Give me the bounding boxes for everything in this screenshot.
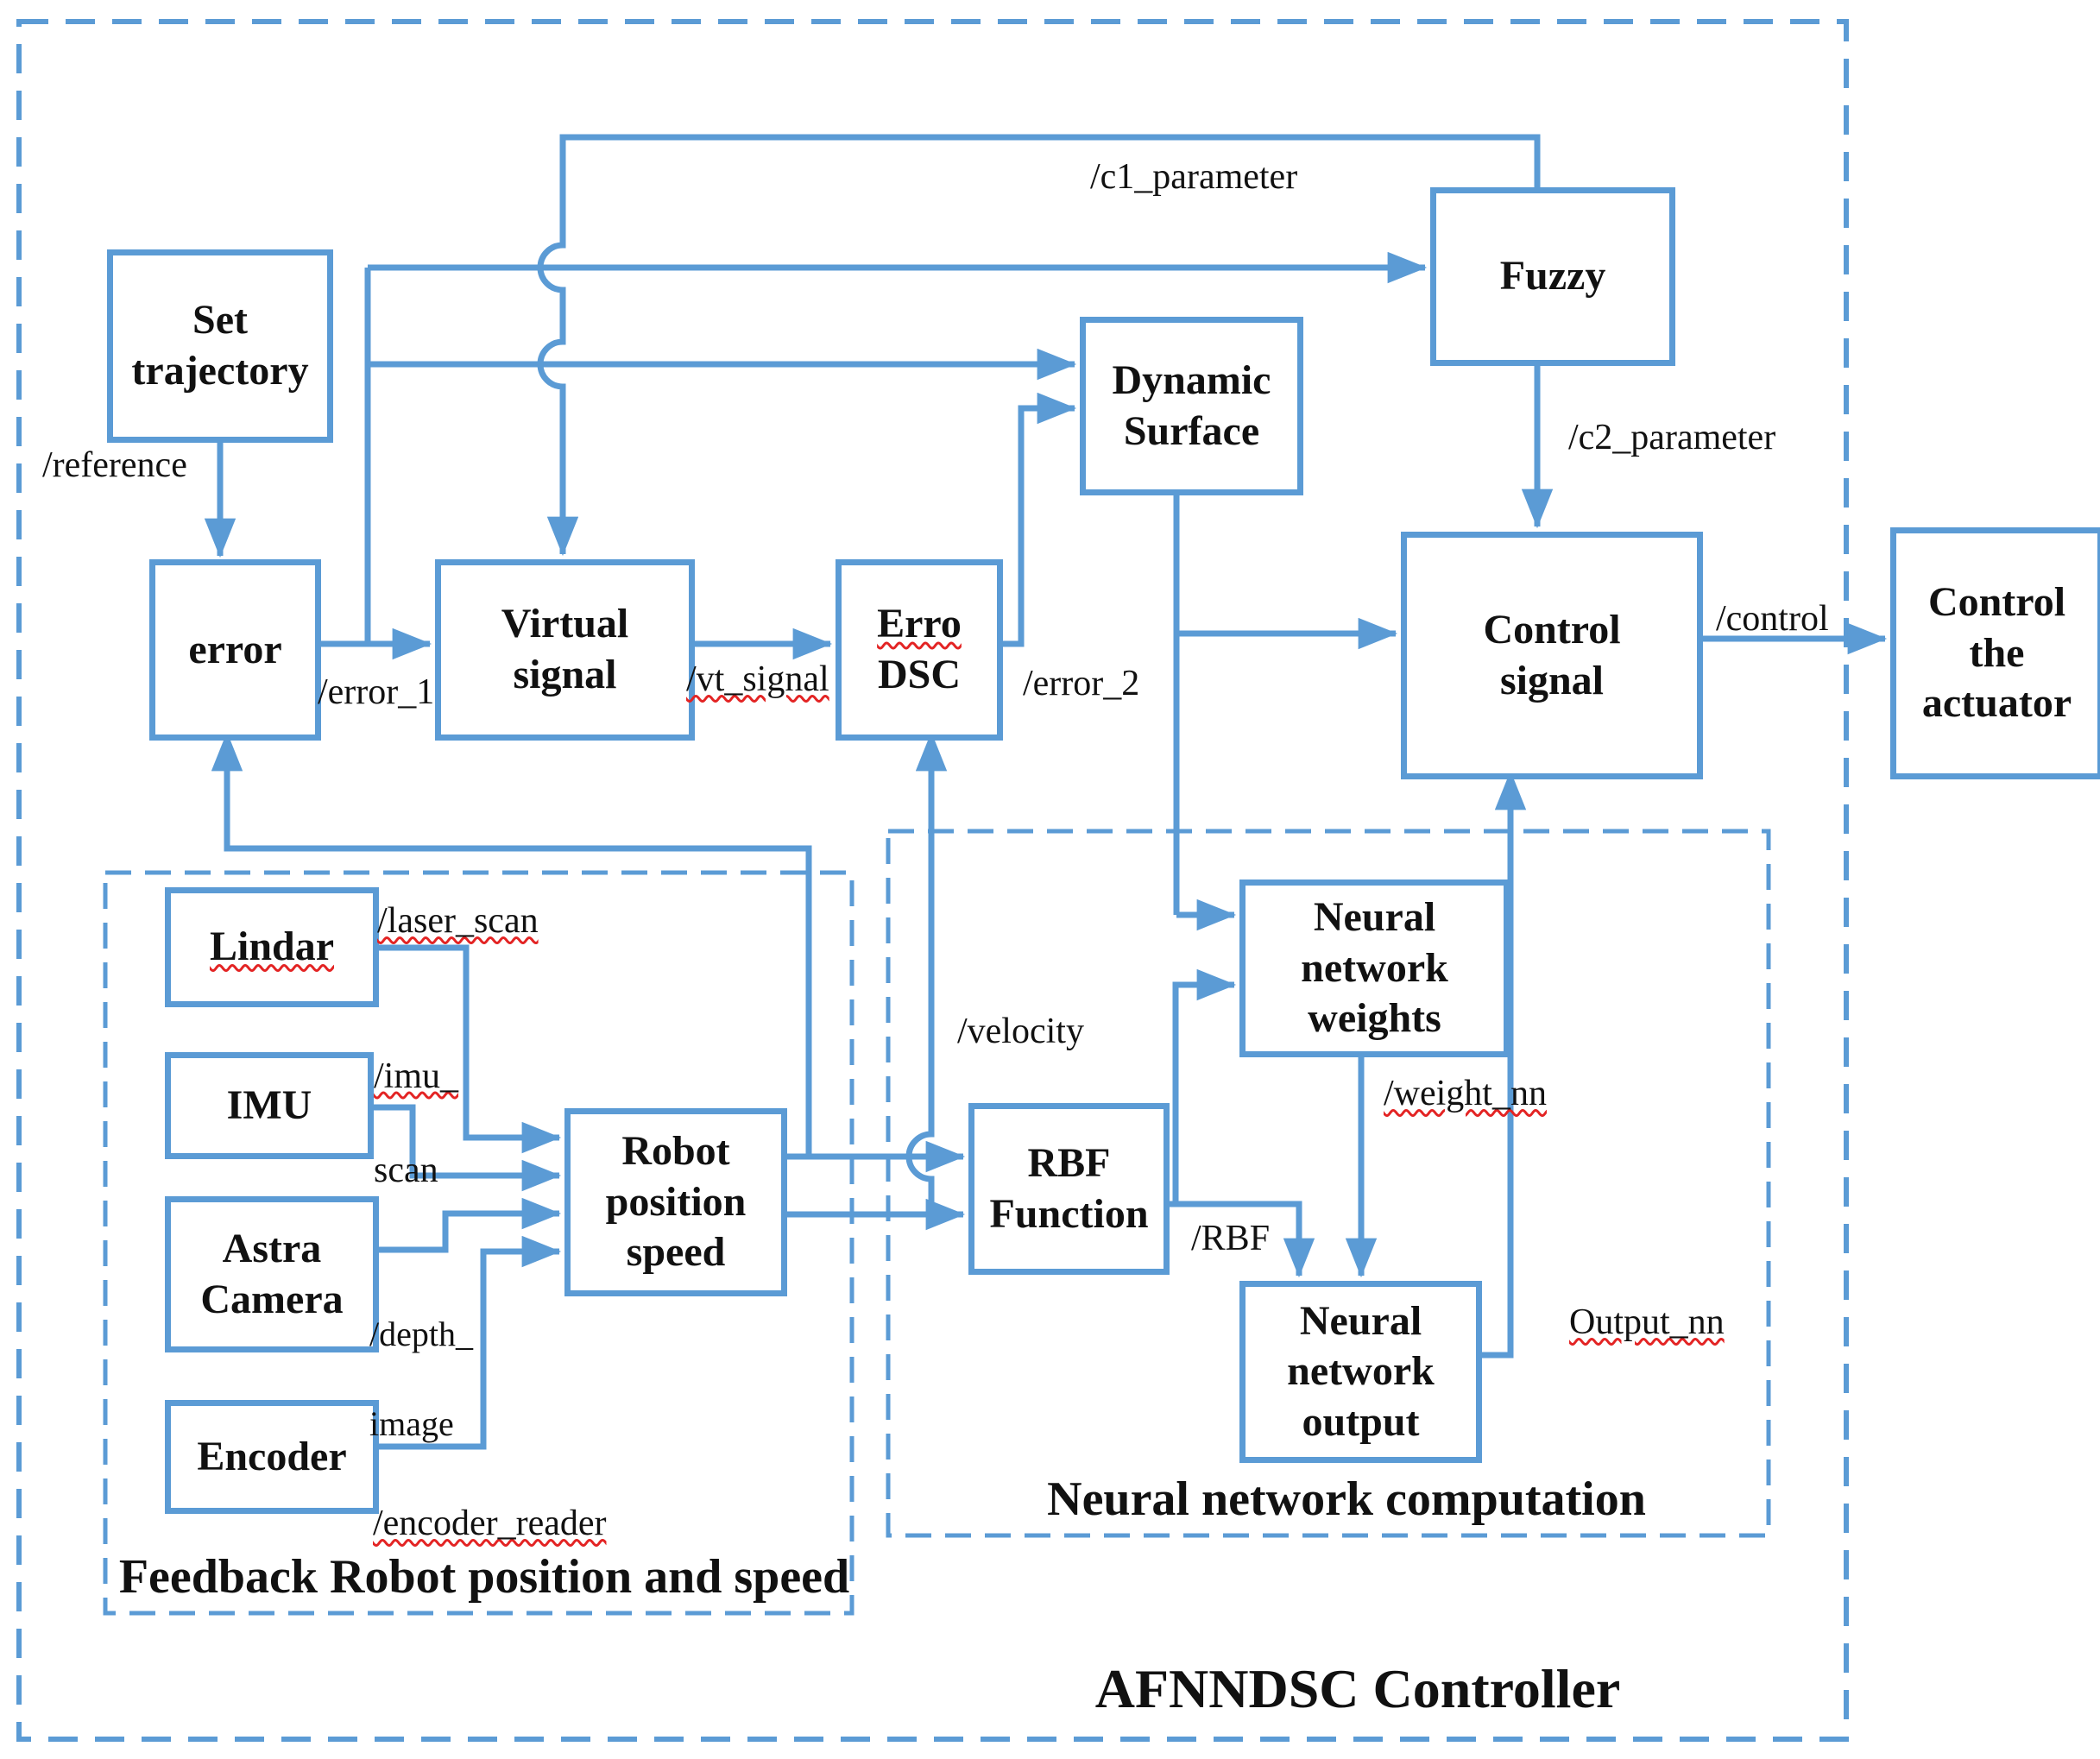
topic-rbf: /RBF [1191,1219,1271,1258]
arrow-rbf-to-nn-output [1157,1201,1315,1278]
arrow-rbf-to-nn-weights [1172,968,1237,1204]
node-robot-position-speed-label: Robot position speed [605,1128,747,1276]
topic-c1-parameter: /c1_parameter [1090,157,1298,197]
node-imu-label: IMU [226,1081,312,1128]
topic-imu-scan-line1: /imu_ [374,1056,459,1096]
topic-weight-nn: /weight_nn [1384,1074,1547,1113]
node-dynamic-surface: Dynamic Surface [1080,317,1303,495]
node-lindar-label: Lindar [209,924,335,970]
arrow-error2-errodsc-to-dynamic-surface [991,392,1077,647]
node-control-the-actuator-label: Control the actuator [1921,579,2072,727]
node-virtual-signal: Virtual signal [435,559,695,741]
node-erro-dsc: Erro DSC [836,559,1003,741]
arrow-astra-to-robot [367,1197,562,1253]
node-astra-camera: Astra Camera [165,1196,379,1352]
topic-laser-scan: /laser_scan [377,901,539,941]
caption-nn-group: Neural network computation [1047,1472,1646,1526]
node-error: error [149,559,321,741]
node-rbf-function-label: RBF Function [989,1139,1149,1237]
topic-depth-image-line1: /depth_ [369,1315,473,1353]
node-rbf-function: RBF Function [968,1103,1170,1275]
node-control-signal-label: Control signal [1483,606,1621,703]
node-astra-camera-label: Astra Camera [200,1225,344,1322]
node-control-the-actuator: Control the actuator [1890,527,2100,779]
arrow-encoder-to-robot [367,1235,562,1450]
node-fuzzy-label: Fuzzy [1499,253,1606,299]
arrow-feedback-to-error [211,731,812,1157]
topic-imu-scan: /imu_ scan [374,1006,458,1194]
node-erro-dsc-label-line1: Erro [877,601,962,647]
node-set-trajectory: Set trajectory [107,249,333,443]
node-fuzzy: Fuzzy [1430,187,1675,366]
topic-imu-scan-line2: scan [374,1150,438,1190]
node-error-label: error [188,626,282,672]
topic-error-1: /error_1 [318,672,435,712]
topic-reference: /reference [42,445,187,485]
feedback-group-dashed-border [103,870,855,1616]
arrow-c1-fuzzy-to-virtual [537,134,1541,557]
topic-encoder-reader: /encoder_reader [373,1504,607,1543]
arrow-lindar-to-robot [367,944,562,1154]
topic-c2-parameter: /c2_parameter [1568,418,1776,457]
topic-control: /control [1716,599,1829,639]
node-encoder-label: Encoder [197,1433,347,1479]
topic-depth-image: /depth_ image [369,1267,473,1447]
topic-output-nn: Output_nn [1569,1302,1725,1342]
node-control-signal: Control signal [1401,532,1703,779]
caption-feedback-group: Feedback Robot position and speed [118,1550,850,1604]
node-imu: IMU [165,1052,374,1159]
node-neural-network-weights-label: Neural network weights [1301,894,1448,1042]
node-neural-network-output-label: Neural network output [1287,1297,1435,1445]
nn-group-dashed-border [886,829,1771,1538]
node-dynamic-surface-label: Dynamic Surface [1112,356,1271,454]
node-erro-dsc-label-line2: DSC [877,652,962,697]
outer-dashed-border [16,19,1849,1742]
arrow-imu-to-robot [362,1104,562,1192]
topic-velocity: /velocity [957,1012,1084,1051]
topic-error-2: /error_2 [1023,664,1140,703]
diagram-title: AFNNDSC Controller [1094,1658,1621,1719]
topic-vt-signal: /vt_signal [686,659,829,699]
node-set-trajectory-label: Set trajectory [131,297,309,394]
arrow-velocity-to-errodsc [905,731,948,1214]
node-neural-network-weights: Neural network weights [1239,880,1510,1057]
arrow-outputnn-to-control [1470,770,1527,1359]
node-virtual-signal-label: Virtual signal [501,601,629,697]
topic-depth-image-line2: image [369,1404,454,1443]
node-neural-network-output: Neural network output [1239,1281,1482,1463]
node-lindar: Lindar [165,887,379,1007]
node-robot-position-speed: Robot position speed [564,1108,787,1296]
node-encoder: Encoder [165,1400,379,1514]
